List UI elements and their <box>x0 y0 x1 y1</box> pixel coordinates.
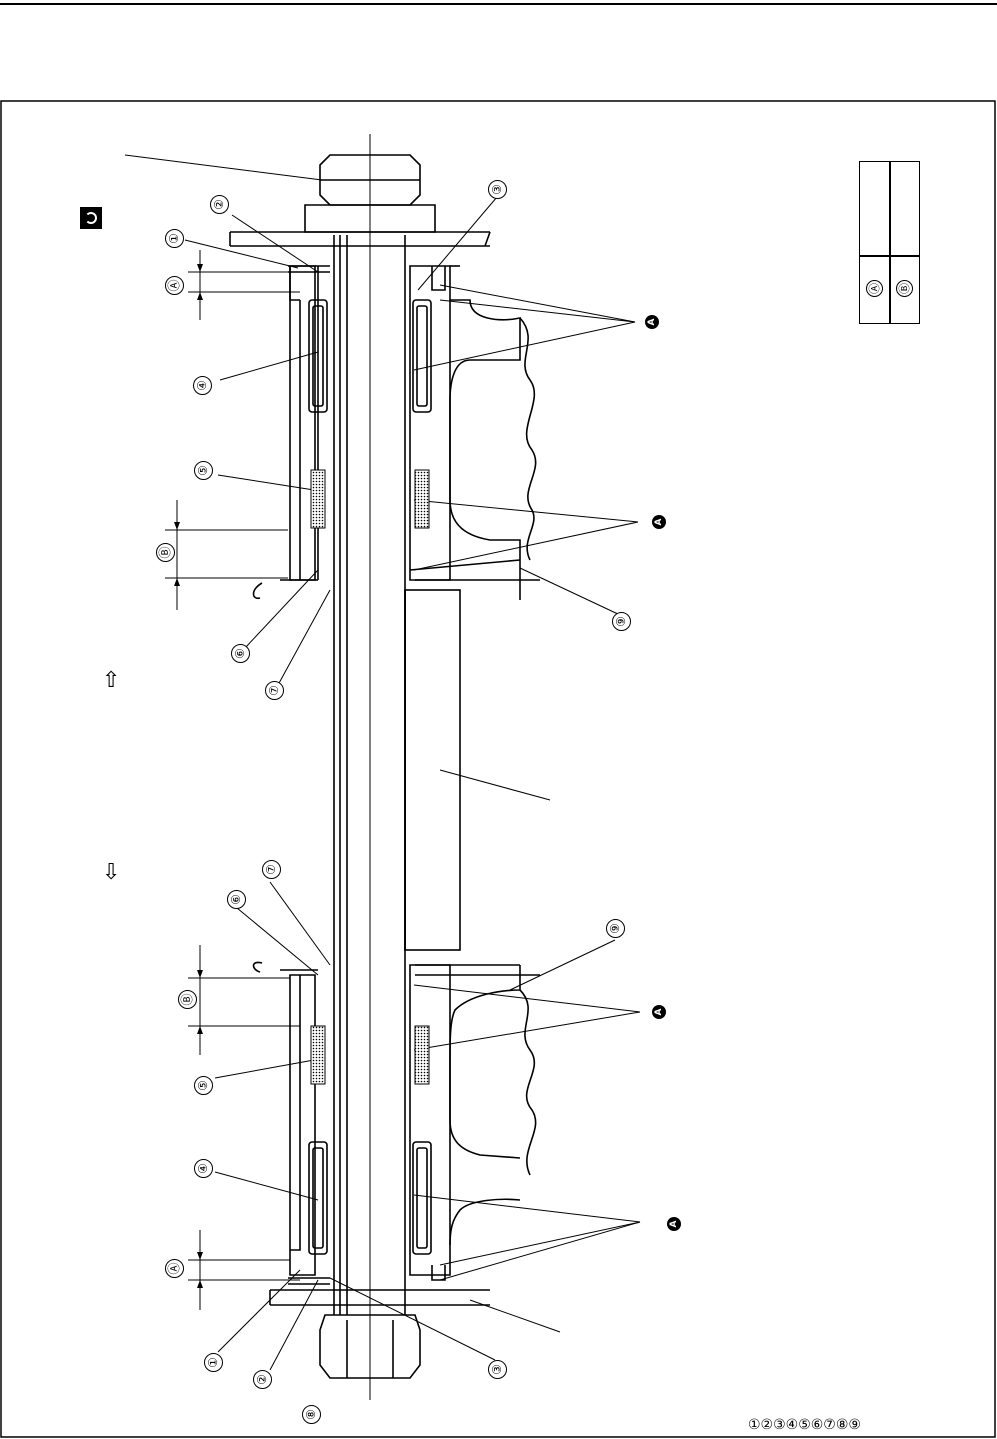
part-ref-7: ⑦ <box>265 681 284 700</box>
part-ref-2-lower: ② <box>253 1370 272 1389</box>
torque-icon <box>80 207 102 229</box>
up-arrow-icon: ⇧ <box>102 668 121 693</box>
legend-key-a: Ⓐ <box>866 280 883 297</box>
part-ref-2: ② <box>210 195 229 214</box>
part-ref-7-lower: ⑦ <box>262 860 281 879</box>
part-ref-1: ① <box>165 229 184 248</box>
part-ref-9: ⑨ <box>612 612 631 631</box>
dimension-ref-b: Ⓑ <box>156 543 175 562</box>
part-ref-5: ⑤ <box>194 461 213 480</box>
part-ref-4: ④ <box>193 376 212 395</box>
dimension-ref-a-lower: Ⓐ <box>165 1259 184 1278</box>
dimension-ref-b-lower: Ⓑ <box>178 990 197 1009</box>
part-ref-1-lower: ① <box>204 1353 223 1372</box>
part-ref-6-lower: ⑥ <box>227 890 246 909</box>
part-ref-6: ⑥ <box>231 644 250 663</box>
part-ref-5-lower: ⑤ <box>194 1076 213 1095</box>
footer-part-list: ①②③④⑤⑥⑦⑧⑨ <box>748 1417 861 1433</box>
part-ref-9-lower: ⑨ <box>606 919 625 938</box>
grease-gun-icon: A <box>652 515 666 529</box>
part-ref-8: ⑧ <box>302 1405 321 1424</box>
part-ref-3-lower: ③ <box>488 1360 507 1379</box>
dimension-ref-a: Ⓐ <box>165 276 184 295</box>
grease-gun-icon: A <box>645 315 659 329</box>
grease-gun-icon: A <box>652 1005 666 1019</box>
grease-gun-icon: A <box>667 1217 681 1231</box>
part-ref-4-lower: ④ <box>194 1159 213 1178</box>
part-ref-3: ③ <box>488 180 507 199</box>
down-arrow-icon: ⇩ <box>102 860 121 885</box>
dimension-legend-table: Ⓐ Ⓑ <box>859 161 920 324</box>
legend-key-b: Ⓑ <box>896 280 913 297</box>
